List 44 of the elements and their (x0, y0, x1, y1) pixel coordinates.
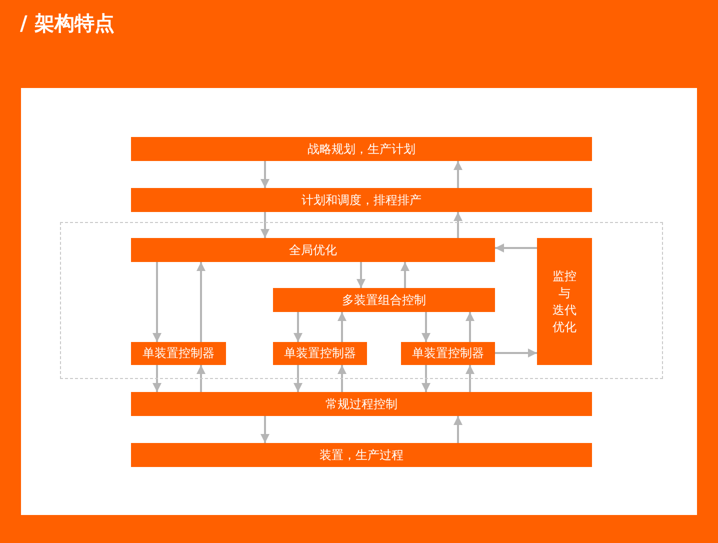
process-box (131, 443, 592, 467)
node-label: 常规过程控制 (326, 396, 398, 412)
process-box (131, 188, 592, 212)
page-title: / 架构特点 (20, 10, 114, 37)
arrow (454, 416, 462, 443)
process-box (131, 392, 592, 416)
process-box (131, 238, 495, 262)
arrow (196, 365, 206, 392)
arrow (294, 312, 302, 342)
arrow (196, 262, 206, 342)
process-box (401, 342, 495, 365)
process-box (537, 238, 592, 365)
arrow (454, 212, 462, 238)
process-box (273, 342, 367, 365)
node-label: 多装置组合控制 (342, 292, 426, 308)
process-box (131, 137, 592, 161)
arrow (466, 312, 474, 342)
node-label: 单装置控制器 (284, 346, 356, 361)
arrow (356, 262, 366, 288)
arrow (422, 312, 430, 342)
arrow (152, 365, 162, 392)
node-label: 单装置控制器 (412, 346, 484, 361)
node-label: 监控与迭代优化 (552, 268, 576, 336)
arrow (338, 312, 346, 342)
arrow (152, 262, 162, 342)
node-label: 单装置控制器 (142, 346, 214, 361)
arrow (495, 348, 537, 358)
process-box (131, 342, 226, 365)
node-label: 装置，生产过程 (320, 448, 404, 462)
node-label: 战略规划，生产计划 (308, 142, 416, 156)
arrow (466, 365, 474, 392)
node-label: 全局优化 (289, 242, 337, 258)
arrow (260, 416, 270, 443)
arrow (454, 161, 462, 188)
arrow (338, 365, 346, 392)
dashed-group-boundary (60, 222, 663, 379)
arrow (422, 365, 430, 392)
arrow (260, 161, 270, 188)
arrow (495, 244, 537, 252)
arrow (400, 262, 410, 288)
process-box (273, 288, 495, 312)
arrow (294, 365, 302, 392)
arrow (260, 212, 270, 238)
node-label: 计划和调度，排程排产 (302, 192, 422, 208)
